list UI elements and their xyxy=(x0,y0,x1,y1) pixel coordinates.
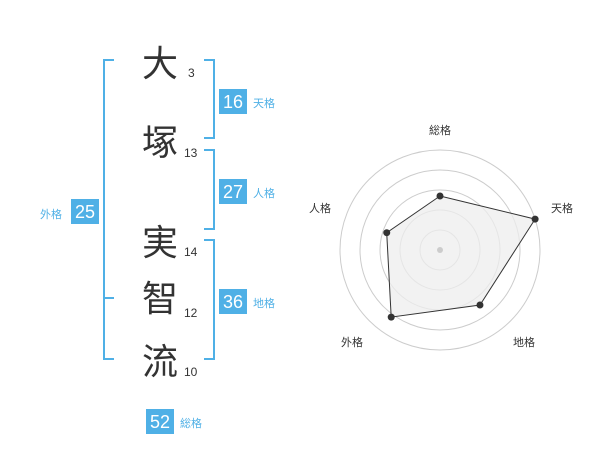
tenkaku-label: 天格 xyxy=(253,96,275,110)
radar-axis-label-1: 総格 xyxy=(429,123,451,137)
soukaku-label: 総格 xyxy=(180,416,202,430)
name-column: 大 3 塚 13 実 14 智 12 流 10 xyxy=(142,44,198,383)
tenkaku-bracket xyxy=(204,59,215,139)
soukaku-box: 52 総格 xyxy=(146,409,202,434)
chikaku-label: 地格 xyxy=(253,296,275,310)
gaikaku-value: 25 xyxy=(75,202,95,222)
jinkaku-value: 27 xyxy=(223,182,243,202)
jinkaku-bracket xyxy=(204,149,215,230)
soukaku-value: 52 xyxy=(150,412,170,432)
tenkaku-box: 16 天格 xyxy=(219,89,275,114)
radar-point-5 xyxy=(383,229,391,237)
radar-axis-label-4: 外格 xyxy=(341,335,363,349)
chikaku-value: 36 xyxy=(223,292,243,312)
radar-axis-label-2: 天格 xyxy=(551,201,573,215)
name-char-3: 実 xyxy=(142,223,178,264)
chikaku-box: 36 地格 xyxy=(219,289,275,314)
chikaku-bracket xyxy=(204,239,215,360)
jinkaku-label: 人格 xyxy=(253,186,275,200)
name-char-1: 大 xyxy=(142,44,178,85)
stroke-count-1: 3 xyxy=(188,66,195,80)
radar-center-dot xyxy=(437,247,443,253)
gaikaku-box: 外格 25 xyxy=(40,199,99,224)
radar-point-4 xyxy=(387,313,395,321)
name-char-5: 流 xyxy=(142,342,178,383)
radar-series-polygon xyxy=(386,195,536,318)
radar-point-1 xyxy=(436,192,444,200)
gaikaku-label: 外格 xyxy=(40,207,62,221)
radar-ring-1 xyxy=(339,149,541,351)
stroke-count-5: 10 xyxy=(184,365,198,379)
brackets xyxy=(103,59,215,360)
radar-axis-label-3: 地格 xyxy=(513,335,535,349)
jinkaku-box: 27 人格 xyxy=(219,179,275,204)
stroke-count-2: 13 xyxy=(184,146,198,160)
name-char-2: 塚 xyxy=(142,123,178,164)
name-char-4: 智 xyxy=(142,279,178,320)
radar-point-2 xyxy=(531,215,539,223)
radar-axis-label-5: 人格 xyxy=(309,201,331,215)
tenkaku-value: 16 xyxy=(223,92,243,112)
stroke-count-4: 12 xyxy=(184,306,198,320)
stroke-count-3: 14 xyxy=(184,245,198,259)
radar-point-3 xyxy=(476,301,484,309)
gaikaku-bracket xyxy=(103,59,114,360)
radar-ring-2 xyxy=(359,169,521,331)
